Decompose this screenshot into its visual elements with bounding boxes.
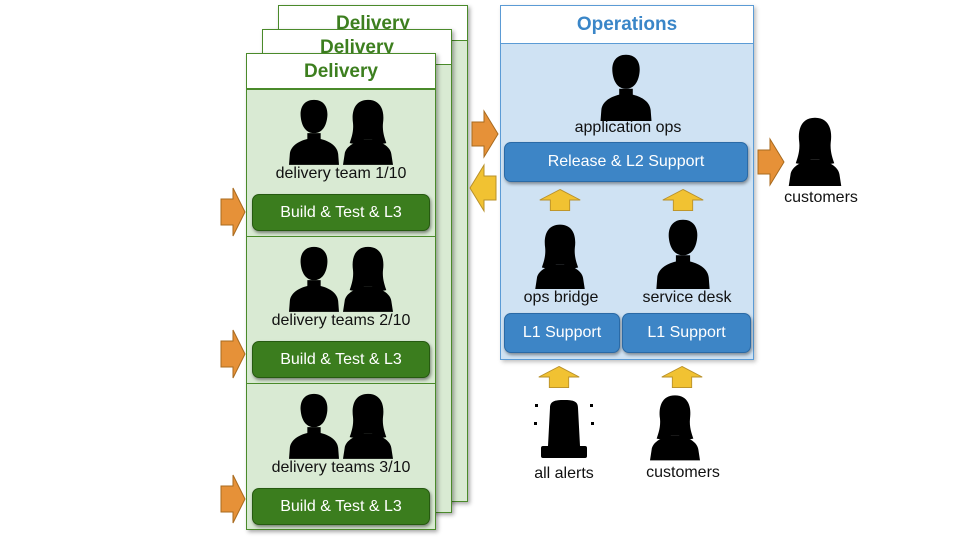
- delivery-team-label: delivery team 1/10: [275, 165, 407, 182]
- man-icon: [289, 98, 339, 165]
- operations-panel: Operations application ops Release & L2 …: [500, 5, 754, 360]
- input-arrow-icon: [220, 187, 246, 237]
- service-desk-label: service desk: [642, 289, 732, 306]
- operations-title: Operations: [501, 6, 753, 44]
- delivery-team-3: delivery teams 3/10 Build & Test & L3: [247, 383, 435, 529]
- delivery-team-label: delivery teams 3/10: [271, 459, 411, 476]
- input-arrow-icon: [220, 329, 246, 379]
- up-arrow-icon: [661, 188, 705, 212]
- input-arrow-icon: [220, 474, 246, 524]
- man-icon: [600, 53, 652, 121]
- feedback-arrow-icon: [469, 163, 497, 213]
- ops-bridge-label: ops bridge: [523, 289, 599, 306]
- application-ops-label: application ops: [574, 119, 682, 136]
- woman-icon: [343, 392, 393, 459]
- alert-beacon-icon: [534, 400, 594, 458]
- output-arrow-icon: [757, 137, 785, 187]
- woman-icon: [343, 98, 393, 165]
- customers-input-label: customers: [646, 464, 720, 481]
- man-icon: [649, 218, 717, 289]
- build-test-l3-button[interactable]: Build & Test & L3: [252, 488, 430, 525]
- build-test-l3-button[interactable]: Build & Test & L3: [252, 341, 430, 378]
- delivery-team-1: delivery team 1/10 Build & Test & L3: [247, 89, 435, 235]
- delivery-team-label: delivery teams 2/10: [271, 312, 411, 329]
- man-icon: [289, 245, 339, 312]
- release-l2-support-button[interactable]: Release & L2 Support: [504, 142, 748, 182]
- woman-icon: [343, 245, 393, 312]
- customers-output-label: customers: [784, 189, 858, 206]
- woman-icon: [650, 393, 700, 461]
- up-arrow-icon: [537, 365, 581, 389]
- up-arrow-icon: [660, 365, 704, 389]
- woman-icon: [535, 223, 585, 289]
- l1-support-button[interactable]: L1 Support: [504, 313, 620, 353]
- delivery-team-2: delivery teams 2/10 Build & Test & L3: [247, 236, 435, 382]
- build-test-l3-button[interactable]: Build & Test & L3: [252, 194, 430, 231]
- delivery-card-front: Delivery delivery team 1/10 Build & Test…: [246, 53, 436, 530]
- man-icon: [289, 392, 339, 459]
- delivery-title: Delivery: [247, 54, 435, 89]
- woman-icon: [788, 116, 842, 186]
- release-arrow-icon: [471, 109, 499, 159]
- l1-support-button[interactable]: L1 Support: [622, 313, 751, 353]
- all-alerts-label: all alerts: [534, 465, 594, 482]
- up-arrow-icon: [538, 188, 582, 212]
